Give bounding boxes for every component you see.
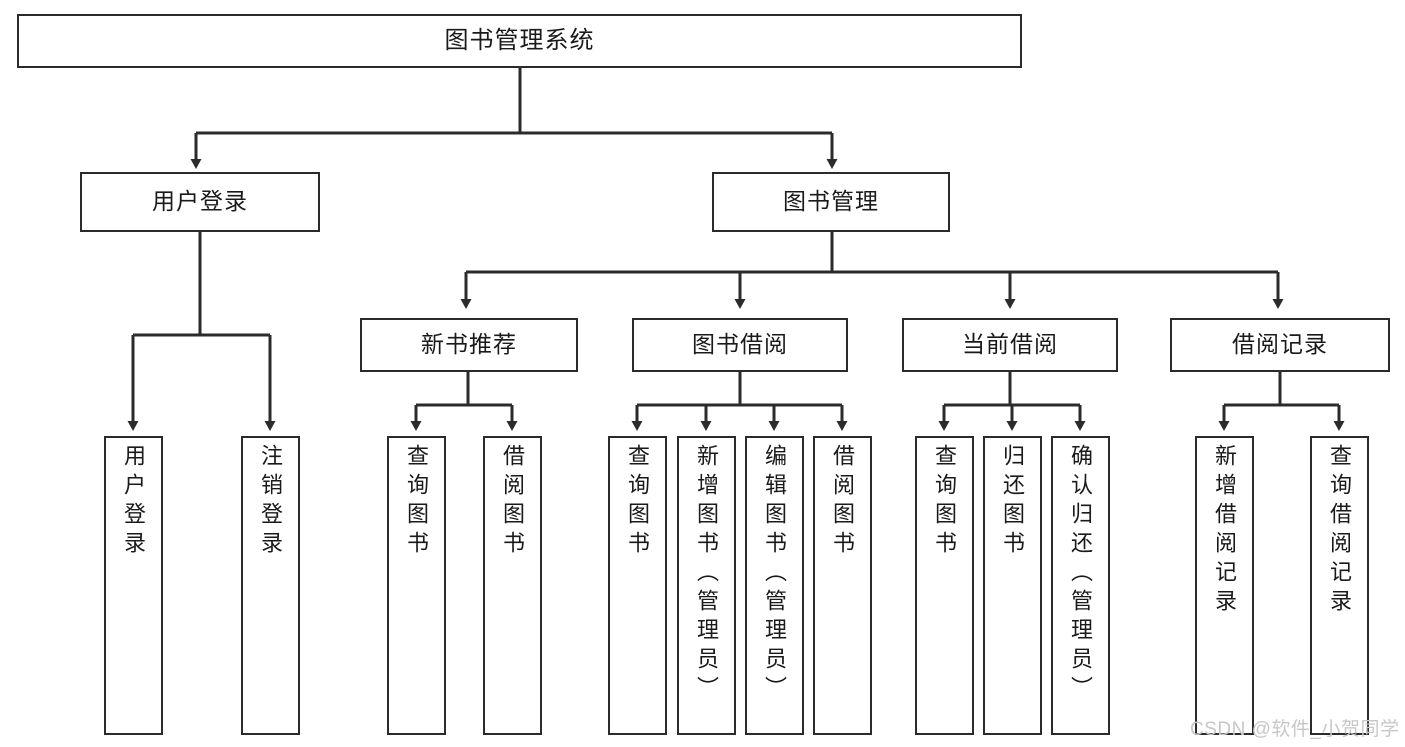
csdn-watermark: CSDN @软件_小贺同学 xyxy=(1190,719,1400,740)
node-label: 查询图书 xyxy=(404,444,430,560)
leaf-user-login-logout[interactable]: 注销登录 xyxy=(241,436,300,735)
node-label: 图书管理 xyxy=(783,188,879,215)
node-label: 借阅记录 xyxy=(1232,331,1328,358)
node-label: 用户登录 xyxy=(121,444,147,560)
node-book-borrow[interactable]: 图书借阅 xyxy=(632,318,848,372)
leaf-new-book-borrow[interactable]: 借阅图书 xyxy=(483,436,542,735)
leaf-borrow-record-add[interactable]: 新增借阅记录 xyxy=(1195,436,1254,735)
leaf-current-borrow-confirm-return[interactable]: 确认归还（管理员） xyxy=(1051,436,1110,735)
node-label: 确认归还（管理员） xyxy=(1068,444,1094,705)
leaf-book-borrow-add[interactable]: 新增图书（管理员） xyxy=(677,436,736,735)
node-label: 编辑图书（管理员） xyxy=(762,444,788,705)
leaf-book-borrow-borrow[interactable]: 借阅图书 xyxy=(813,436,872,735)
node-label: 归还图书 xyxy=(1000,444,1026,560)
node-book-management[interactable]: 图书管理 xyxy=(712,172,950,232)
node-label: 新增借阅记录 xyxy=(1212,444,1238,618)
node-label: 借阅图书 xyxy=(500,444,526,560)
node-label: 注销登录 xyxy=(258,444,284,560)
leaf-new-book-query[interactable]: 查询图书 xyxy=(387,436,446,735)
node-label: 借阅图书 xyxy=(830,444,856,560)
leaf-book-borrow-query[interactable]: 查询图书 xyxy=(608,436,667,735)
node-new-book-recommend[interactable]: 新书推荐 xyxy=(360,318,578,372)
node-label: 查询图书 xyxy=(932,444,958,560)
leaf-borrow-record-query[interactable]: 查询借阅记录 xyxy=(1310,436,1369,735)
node-label: 用户登录 xyxy=(152,188,248,215)
node-label: 查询借阅记录 xyxy=(1327,444,1353,618)
node-user-login[interactable]: 用户登录 xyxy=(80,172,320,232)
node-label: 新书推荐 xyxy=(421,331,517,358)
node-root-system[interactable]: 图书管理系统 xyxy=(17,14,1022,68)
leaf-current-borrow-return[interactable]: 归还图书 xyxy=(983,436,1042,735)
leaf-book-borrow-edit[interactable]: 编辑图书（管理员） xyxy=(745,436,804,735)
leaf-user-login-login[interactable]: 用户登录 xyxy=(104,436,163,735)
node-current-borrow[interactable]: 当前借阅 xyxy=(902,318,1118,372)
node-label: 新增图书（管理员） xyxy=(694,444,720,705)
node-label: 图书借阅 xyxy=(692,331,788,358)
node-label: 图书管理系统 xyxy=(444,26,595,54)
node-label: 查询图书 xyxy=(625,444,651,560)
node-label: 当前借阅 xyxy=(962,331,1058,358)
leaf-current-borrow-query[interactable]: 查询图书 xyxy=(915,436,974,735)
node-borrow-record[interactable]: 借阅记录 xyxy=(1170,318,1390,372)
